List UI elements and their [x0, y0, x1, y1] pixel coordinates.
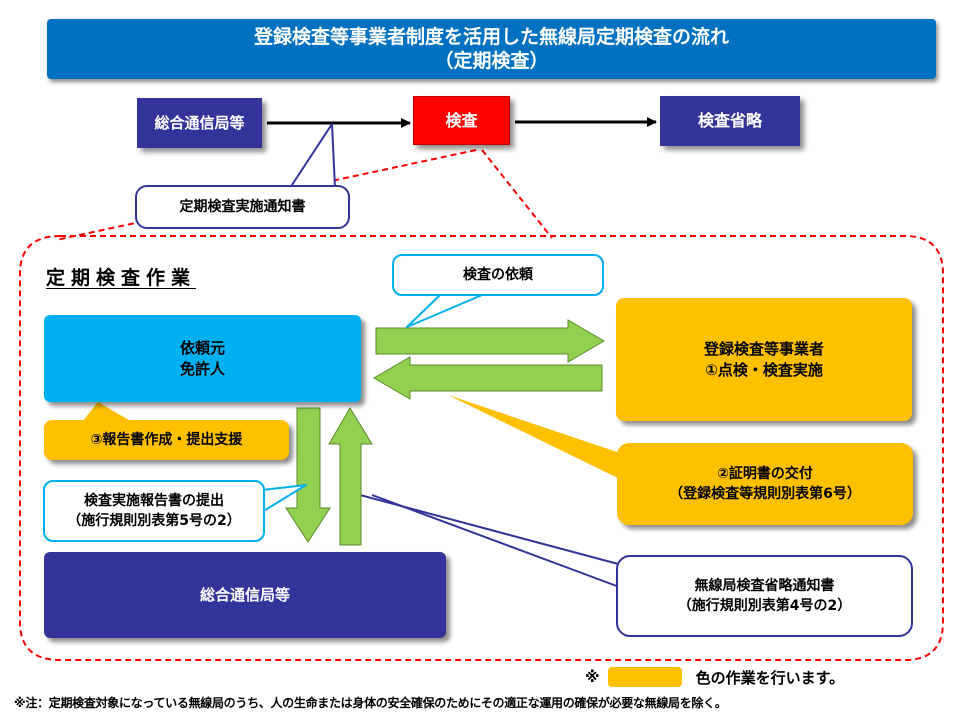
certificate-label-2: （登録検査等規則別表第6号）: [669, 486, 861, 502]
registered-inspector-box: 登録検査等事業者 ①点検・検査実施: [616, 298, 912, 421]
legend-mark: ※: [585, 668, 600, 686]
inspection-box: 検査: [413, 96, 510, 145]
omission-box: 検査省略: [660, 96, 800, 146]
title-line-1: 登録検査等事業者制度を活用した無線局定期検査の流れ: [253, 26, 729, 48]
notice-callout: 定期検査実施通知書: [135, 185, 350, 229]
request-arrow-right: [375, 319, 605, 363]
footnote: ※注：定期検査対象になっている無線局のうち、人の生命または身体の安全確保のために…: [14, 696, 727, 710]
notice-label: 定期検査実施通知書: [179, 199, 306, 215]
title-line-2: （定期検査）: [434, 50, 549, 72]
work-area-dashed-border: [19, 235, 944, 661]
top-bureau-label: 総合通信局等: [154, 113, 245, 132]
client-label-1: 依頼元: [179, 338, 225, 357]
request-label: 検査の依頼: [463, 267, 533, 283]
zoom-line-right: [481, 149, 553, 239]
submission-callout: 検査実施報告書の提出 （施行規則別表第5号の2）: [43, 480, 265, 542]
report-arrow-down: [285, 407, 331, 543]
request-callout-pointer: [406, 294, 483, 328]
notice-arrow-up: [328, 407, 373, 546]
client-label-2: 免許人: [179, 359, 225, 378]
report-support-label: ③報告書作成・提出支援: [90, 432, 243, 448]
omission-label: 検査省略: [697, 111, 762, 130]
registered-label-2: ①点検・検査実施: [705, 360, 823, 379]
legend-text: 色の作業を行います。: [695, 668, 845, 687]
omission-notice-line-2: [371, 494, 623, 589]
omission-notice-callout: 無線局検査省略通知書 （施行規則別表第4号の2）: [616, 555, 913, 637]
certificate-label-1: ②証明書の交付: [717, 466, 813, 482]
legend: ※ 色の作業を行います。: [585, 664, 925, 690]
certificate-callout: ②証明書の交付 （登録検査等規則別表第6号）: [617, 443, 913, 525]
bottom-bureau-label: 総合通信局等: [199, 585, 290, 604]
client-box: 依頼元 免許人: [44, 315, 361, 402]
request-callout: 検査の依頼: [392, 254, 604, 296]
section-title: 定期検査作業: [46, 267, 197, 289]
submission-label-1: 検査実施報告書の提出: [84, 493, 224, 509]
submission-label-2: （施行規則別表第5号の2）: [67, 513, 241, 529]
omission-notice-label-1: 無線局検査省略通知書: [694, 578, 835, 594]
bottom-bureau-box: 総合通信局等: [44, 552, 446, 638]
certificate-callout-pointer: [448, 395, 626, 482]
report-support-callout: ③報告書作成・提出支援: [44, 420, 289, 460]
registered-label-1: 登録検査等事業者: [703, 339, 824, 358]
top-bureau-box: 総合通信局等: [137, 98, 262, 148]
omission-notice-label-2: （施行規則別表第4号の2）: [677, 598, 852, 614]
inspection-label: 検査: [445, 110, 478, 130]
notice-callout-pointer: [289, 123, 336, 189]
legend-swatch: [607, 667, 682, 687]
title-banner: 登録検査等事業者制度を活用した無線局定期検査の流れ （定期検査）: [47, 19, 936, 79]
support-callout-pointer: [82, 402, 132, 422]
reply-arrow-left: [373, 356, 603, 400]
